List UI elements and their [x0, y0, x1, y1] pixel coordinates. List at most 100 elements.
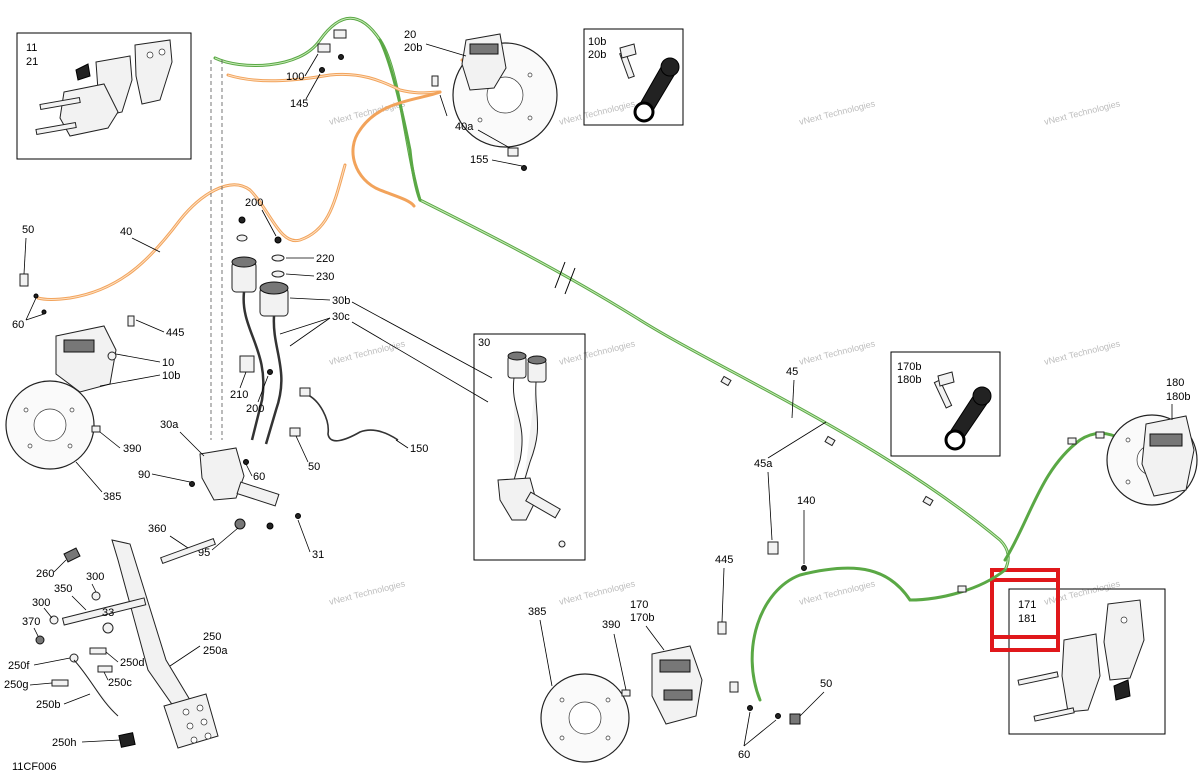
line-break-mark: [554, 261, 566, 289]
clip-33: [102, 622, 114, 634]
leader-line: [23, 237, 27, 275]
leader-line: [539, 619, 553, 687]
leader-line: [613, 633, 627, 691]
leader-line: [151, 473, 191, 483]
upper-hardware: 100 145 40a 155: [286, 29, 527, 171]
rear-caliper-assembly: 20 20b: [404, 29, 558, 148]
callout-10b: 10b: [588, 36, 606, 48]
callout-445: 445: [715, 554, 733, 566]
rear-brake-hose: [36, 163, 347, 301]
leader-line: [53, 559, 67, 573]
disc-vent: [67, 443, 73, 449]
brake-pedal-assembly: 360 260 250 250a 350 300 300 33 370 250f: [4, 523, 228, 749]
callout-20: 20: [404, 29, 416, 41]
callout-181: 181: [1018, 613, 1036, 625]
hose-fitting: [431, 75, 439, 87]
callout-20b: 20b: [404, 42, 422, 54]
washer-60: [41, 309, 47, 315]
callout-11: 11: [26, 42, 37, 54]
washer-60: [33, 293, 39, 299]
pivot-shaft-360: [160, 537, 216, 565]
callout-250c: 250c: [108, 677, 132, 689]
disc-center: [486, 76, 524, 114]
front-bleeder-kit: 170b 180b: [897, 361, 992, 451]
leader-line: [99, 431, 121, 449]
callout-10b: 10b: [162, 370, 180, 382]
callout-260: 260: [36, 568, 54, 580]
callout-60: 60: [12, 319, 24, 331]
screw-200: [274, 236, 282, 244]
highlight-box[interactable]: [990, 568, 1060, 652]
leader-line: [211, 527, 239, 551]
callout-250b: 250b: [36, 699, 60, 711]
callout-250g: 250g: [4, 679, 28, 691]
pin-250g: [51, 679, 69, 687]
pad-hole: [182, 708, 190, 716]
watermark: vNext Technologies: [328, 338, 406, 367]
callout-60: 60: [253, 471, 265, 483]
leader-line: [257, 375, 269, 403]
callout-180: 180: [1166, 377, 1184, 389]
disc-vent: [69, 407, 75, 413]
front-brake-pad-kit: 171 181: [1017, 599, 1145, 722]
bolt-145: [338, 54, 344, 60]
nut-370: [35, 635, 45, 645]
push-rod: [525, 491, 561, 519]
main-line-callouts: 45 45a 140: [754, 366, 827, 571]
watermark: vNext Technologies: [328, 578, 406, 607]
screw-390: [621, 689, 631, 697]
leader-line: [425, 43, 467, 57]
bracket-155: [507, 147, 519, 157]
rear-brake-line-loop: [351, 90, 442, 208]
left-brake-caliper: [55, 325, 117, 393]
switch-210: [239, 355, 255, 373]
right-front-caliper-assembly: 180 180b: [1106, 377, 1198, 506]
cap-end: [972, 386, 992, 406]
callout-100: 100: [286, 71, 304, 83]
pad-hole: [200, 718, 208, 726]
callout-170b: 170b: [630, 612, 654, 624]
left-caliper-assembly: 50 60 40 445 10 10b 390 385: [5, 224, 184, 503]
watermark: vNext Technologies: [1043, 98, 1121, 127]
inset-frame-brake-pads-front: [1008, 588, 1166, 735]
reservoir-cap: [231, 256, 257, 268]
pedal-shaft-350: [61, 597, 147, 626]
bolt-31: [295, 513, 301, 519]
bleeder-screw: [933, 379, 953, 409]
rear-brake-lines: [36, 58, 490, 301]
pin-250f: [69, 653, 79, 663]
pad-pin: [35, 121, 77, 136]
leader-line: [179, 431, 205, 457]
leader-line: [81, 739, 121, 743]
brake-pad: [1103, 599, 1145, 681]
disc-vent: [23, 407, 29, 413]
bleeder-nut: [619, 43, 637, 59]
callout-170: 170: [630, 599, 648, 611]
callout-45: 45: [786, 366, 798, 378]
disc-center: [33, 408, 67, 442]
hose-clip: [922, 495, 934, 507]
disc-center: [568, 701, 602, 735]
disc-vent: [527, 72, 533, 78]
master-cylinder-body: [497, 477, 537, 521]
inset-frame-master-cylinder: [473, 333, 586, 561]
banjo-bolt-50: [19, 273, 29, 287]
leader-line: [115, 353, 161, 363]
leader-line: [103, 671, 109, 681]
callout-21: 21: [26, 56, 38, 68]
caliper-piston-housing: [659, 659, 691, 673]
callout-445: 445: [166, 327, 184, 339]
brake-pad: [134, 39, 173, 105]
callout-360: 360: [148, 523, 166, 535]
callout-350: 350: [54, 583, 72, 595]
pad-hole: [146, 51, 154, 59]
brake-pad: [1061, 633, 1101, 713]
reservoir-hose: [512, 377, 523, 481]
callout-50: 50: [22, 224, 34, 236]
washer-60: [775, 713, 781, 719]
leader-line: [767, 471, 773, 541]
callout-200: 200: [245, 197, 263, 209]
rear-bleeder-kit: 10b 20b: [588, 36, 680, 123]
rear-brake-line-upper-core: [227, 73, 441, 94]
right-front-brake-caliper: [1141, 415, 1195, 497]
